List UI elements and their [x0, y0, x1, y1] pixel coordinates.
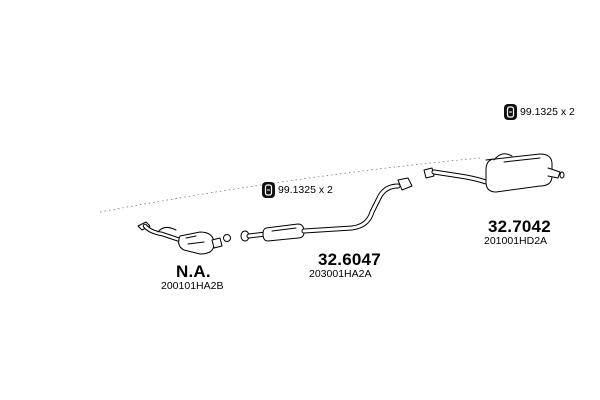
rear-silencer-icon[interactable]: [423, 153, 565, 193]
clamp-icon: [262, 182, 275, 198]
middle-pipe-part-number: 32.6047: [318, 250, 381, 269]
clamp-icon: [504, 104, 517, 120]
middle-clamp-label: 99.1325 x 2: [278, 184, 333, 196]
rear-clamp-label: 99.1325 x 2: [520, 106, 575, 118]
rear-silencer-part-number: 32.7042: [488, 217, 551, 236]
middle-pipe-oem-code: 203001HA2A: [309, 268, 372, 280]
catalytic-converter-oem-code: 200101HA2B: [161, 280, 224, 292]
catalytic-converter-part-number: N.A.: [176, 262, 211, 281]
rear-silencer-oem-code: 201001HD2A: [484, 235, 548, 247]
catalytic-converter-icon[interactable]: [137, 221, 231, 255]
middle-pipe-icon[interactable]: [240, 177, 413, 242]
